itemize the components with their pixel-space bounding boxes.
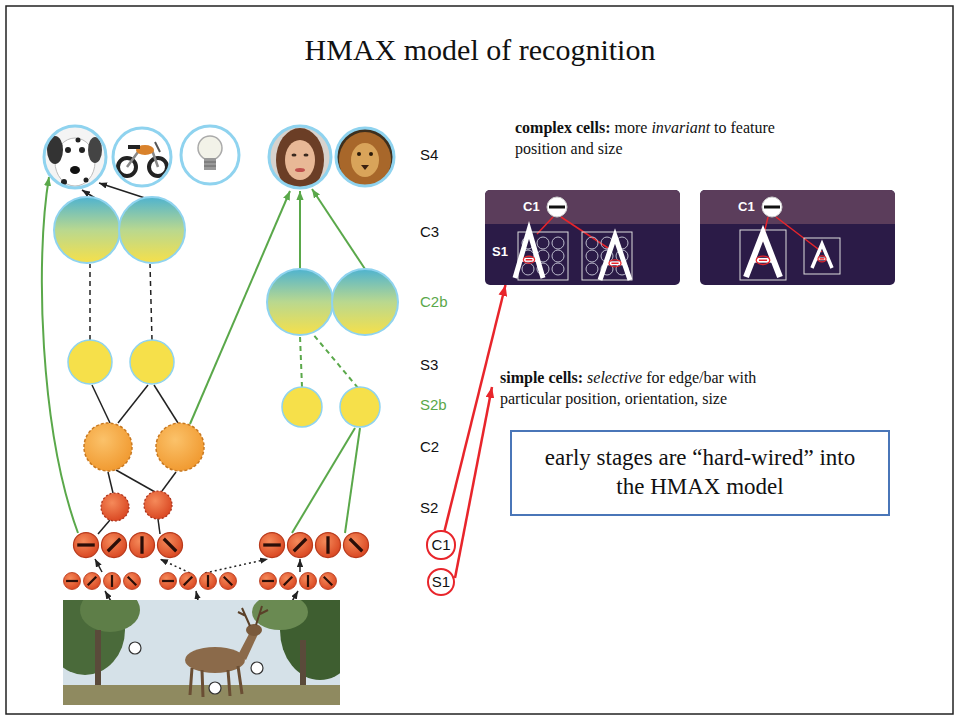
layer-label: C2	[420, 438, 439, 456]
layer-label: S2b	[420, 396, 447, 414]
complex-cells-note: complex cells:moreinvariantto feature po…	[515, 118, 807, 160]
node-text: early stages are “hard-wired” into the H…	[530, 444, 870, 502]
note-text: complex cells:	[515, 119, 611, 136]
pointer-arrow	[445, 285, 506, 531]
slide-title: HMAX model of recognition	[0, 33, 960, 67]
layer-callout-circle: S1	[427, 568, 455, 596]
simple-cells-note: simple cells:selectivefor edge/bar with …	[500, 368, 812, 410]
note-text: more	[615, 119, 648, 136]
node-text: C1	[738, 199, 755, 214]
node-text: C1	[523, 199, 540, 214]
note-text: simple cells:	[500, 369, 583, 386]
layer-label: S4	[420, 146, 438, 164]
note-text: invariant	[651, 119, 710, 136]
receptive-field-panel: C1S1	[485, 190, 680, 285]
node-text: C1	[431, 536, 450, 554]
layer-label: C2b	[420, 293, 448, 311]
layer-label: S3	[420, 356, 438, 374]
note-text: selective	[587, 369, 642, 386]
note-box: early stages are “hard-wired” into the H…	[510, 430, 890, 516]
node-text: S1	[432, 573, 450, 591]
layer-label: C3	[420, 223, 439, 241]
node-text: S1	[492, 244, 508, 259]
panel-illustration	[485, 190, 680, 285]
layer-callout-circle: C1	[426, 530, 455, 559]
layer-label: S2	[420, 499, 438, 517]
receptive-field-panel: C1	[700, 190, 895, 285]
panel-illustration	[700, 190, 895, 285]
